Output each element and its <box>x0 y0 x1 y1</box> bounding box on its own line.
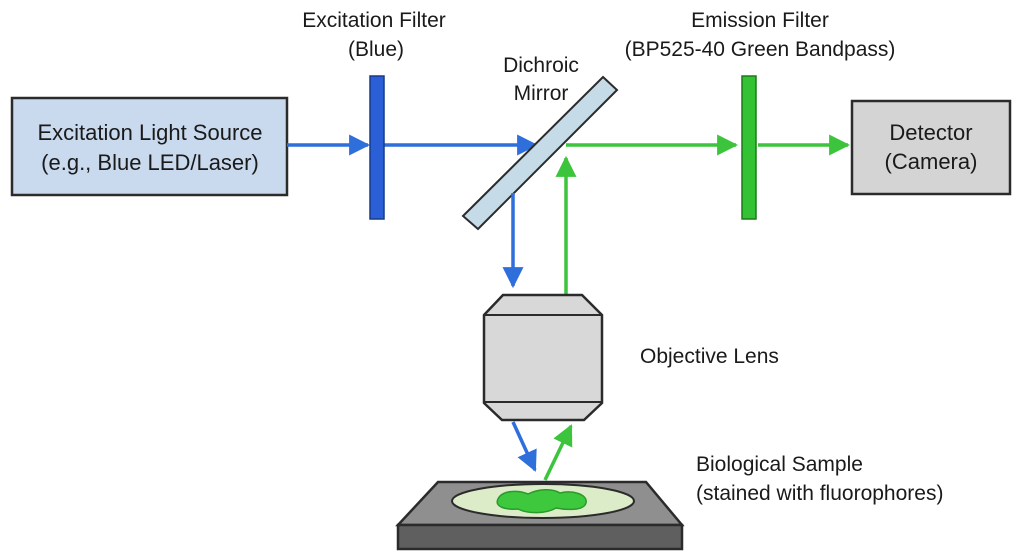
objective-lens-label: Objective Lens <box>640 345 779 368</box>
fluorescent-specimen <box>496 489 587 514</box>
excitation-filter-sublabel: (Blue) <box>348 38 404 61</box>
excitation-light-source-label: Excitation Light Source <box>37 120 262 145</box>
dichroic-mirror-sublabel: Mirror <box>514 82 569 105</box>
biological-sample-label: Biological Sample <box>696 453 863 476</box>
detector-label: Detector <box>889 120 972 145</box>
emission-filter-label: Emission Filter <box>691 9 829 32</box>
excitation-filter-label: Excitation Filter <box>302 9 446 32</box>
excitation-beam-to-sample <box>511 421 537 472</box>
dichroic-mirror <box>461 75 619 231</box>
sample-stage-side <box>396 523 684 551</box>
excitation-light-source-sublabel: (e.g., Blue LED/Laser) <box>41 150 259 175</box>
emission-beam-from-sample <box>543 424 573 481</box>
biological-sample-sublabel: (stained with fluorophores) <box>696 482 943 505</box>
dichroic-mirror-label: Dichroic <box>503 54 579 77</box>
detector-sublabel: (Camera) <box>885 149 978 174</box>
excitation-light-source-box <box>10 96 289 197</box>
detector-box <box>850 99 1012 196</box>
objective-lens <box>482 293 604 422</box>
excitation-filter <box>369 75 385 220</box>
emission-filter-sublabel: (BP525-40 Green Bandpass) <box>625 38 896 61</box>
emission-filter <box>741 75 757 220</box>
